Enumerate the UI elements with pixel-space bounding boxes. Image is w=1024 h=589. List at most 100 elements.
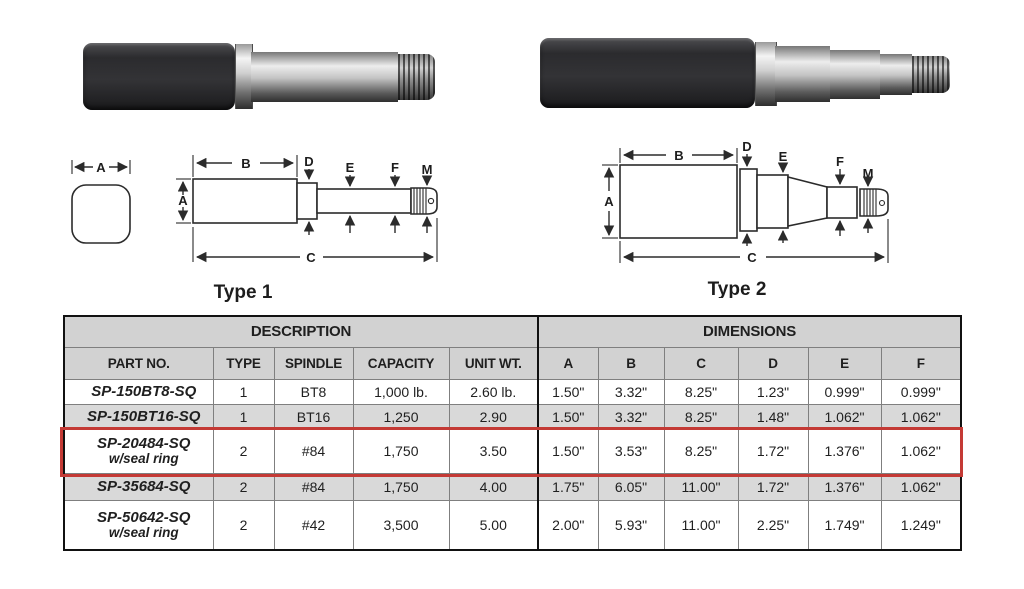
- cell-type: 1: [212, 403, 275, 430]
- type2-drawing: B A D E F M C Type 2: [602, 139, 889, 298]
- dim-label-a: A: [604, 194, 614, 209]
- cell-c: 8.25": [663, 428, 739, 474]
- cell-e: 1.376": [807, 428, 882, 474]
- cotter-pin-hole: [427, 197, 435, 205]
- table-row: SP-35684-SQ 2 #84 1,750 4.00 1.75" 6.05"…: [63, 472, 962, 501]
- cell-f: 0.999": [880, 378, 962, 405]
- cell-d: 2.25": [737, 499, 809, 551]
- spindle2-square-body: [540, 38, 755, 108]
- cell-c: 11.00": [663, 499, 739, 551]
- cell-a: 1.50": [537, 403, 599, 430]
- dim-label-e: E: [779, 149, 788, 164]
- cell-capacity: 1,750: [352, 428, 450, 474]
- cell-a: 1.50": [537, 378, 599, 405]
- cell-spindle: BT16: [273, 403, 354, 430]
- cell-f: 1.249": [880, 499, 962, 551]
- cell-f: 1.062": [880, 472, 962, 501]
- type1-seal-step: [296, 182, 318, 220]
- part-no: SP-150BT8-SQ: [91, 383, 197, 400]
- spindle2-shaft-mid: [830, 50, 880, 99]
- col-header-unit-wt: UNIT WT.: [448, 346, 539, 380]
- part-no: SP-35684-SQ: [97, 478, 191, 495]
- type2-body: [619, 164, 738, 239]
- type1-shaft: [316, 188, 412, 214]
- group-header-row: DESCRIPTION DIMENSIONS: [63, 315, 962, 348]
- col-header-b: B: [597, 346, 665, 380]
- col-header-part-no: PART NO.: [63, 346, 214, 380]
- cell-b: 5.93": [597, 499, 665, 551]
- spindle2-shaft-small: [880, 54, 912, 95]
- part-no: SP-50642-SQ: [97, 509, 191, 527]
- col-header-c: C: [663, 346, 739, 380]
- dimensions-group-header: DIMENSIONS: [537, 315, 962, 348]
- col-header-f: F: [880, 346, 962, 380]
- type2-seal-step: [739, 168, 758, 232]
- cell-type: 1: [212, 378, 275, 405]
- dim-label-m: M: [863, 166, 874, 181]
- table-row: SP-150BT16-SQ 1 BT16 1,250 2.90 1.50" 3.…: [63, 403, 962, 430]
- cell-type: 2: [212, 472, 275, 501]
- dim-label-m: M: [422, 162, 433, 177]
- cell-d: 1.72": [737, 472, 809, 501]
- cell-d: 1.72": [737, 428, 809, 474]
- cell-d: 1.48": [737, 403, 809, 430]
- cell-e: 1.376": [807, 472, 882, 501]
- dim-label-a-section: A: [96, 160, 106, 175]
- type2-title: Type 2: [708, 279, 767, 298]
- cell-unit-wt: 4.00: [448, 472, 539, 501]
- cell-d: 1.23": [737, 378, 809, 405]
- cell-a: 2.00": [537, 499, 599, 551]
- part-no: SP-20484-SQ: [97, 435, 191, 453]
- cell-type: 2: [212, 428, 275, 474]
- spindle-photo-type1: [83, 43, 435, 110]
- cell-f: 1.062": [880, 428, 962, 474]
- dim-label-e: E: [346, 160, 355, 175]
- cell-capacity: 1,000 lb.: [352, 378, 450, 405]
- cell-capacity: 1,750: [352, 472, 450, 501]
- type1-body: [192, 178, 298, 224]
- description-group-header: DESCRIPTION: [63, 315, 539, 348]
- cell-b: 3.32": [597, 378, 665, 405]
- dim-label-f: F: [836, 154, 844, 169]
- cell-c: 8.25": [663, 378, 739, 405]
- spec-table: DESCRIPTION DIMENSIONS PART NO. TYPE SPI…: [63, 315, 963, 551]
- col-header-type: TYPE: [212, 346, 275, 380]
- cell-unit-wt: 2.90: [448, 403, 539, 430]
- cell-e: 1.749": [807, 499, 882, 551]
- col-header-a: A: [537, 346, 599, 380]
- column-header-row: PART NO. TYPE SPINDLE CAPACITY UNIT WT. …: [63, 346, 962, 380]
- cell-b: 3.53": [597, 428, 665, 474]
- type1-drawing: A B A D E F M: [71, 154, 438, 303]
- col-header-capacity: CAPACITY: [352, 346, 450, 380]
- cell-c: 8.25": [663, 403, 739, 430]
- spindle2-shaft-large: [775, 46, 830, 102]
- cell-unit-wt: 3.50: [448, 428, 539, 474]
- spindle2-collar: [755, 42, 777, 106]
- dim-label-b: B: [241, 156, 250, 171]
- cell-unit-wt: 2.60 lb.: [448, 378, 539, 405]
- cell-b: 3.32": [597, 403, 665, 430]
- dim-label-c: C: [306, 250, 316, 265]
- cotter-pin-hole: [878, 199, 886, 207]
- cell-type: 2: [212, 499, 275, 551]
- dim-label-a-side: A: [178, 193, 188, 208]
- col-header-e: E: [807, 346, 882, 380]
- cell-unit-wt: 5.00: [448, 499, 539, 551]
- square-cross-section: [71, 184, 131, 244]
- cell-capacity: 3,500: [352, 499, 450, 551]
- spindle1-threads: [398, 54, 435, 100]
- part-note: w/seal ring: [108, 525, 179, 541]
- cell-c: 11.00": [663, 472, 739, 501]
- cell-f: 1.062": [880, 403, 962, 430]
- cell-spindle: #84: [273, 472, 354, 501]
- type2-bearing-section: [756, 174, 789, 229]
- cell-a: 1.50": [537, 428, 599, 474]
- col-header-spindle: SPINDLE: [273, 346, 354, 380]
- cell-a: 1.75": [537, 472, 599, 501]
- cell-capacity: 1,250: [352, 403, 450, 430]
- cell-spindle: BT8: [273, 378, 354, 405]
- dim-label-b: B: [674, 148, 683, 163]
- cell-b: 6.05": [597, 472, 665, 501]
